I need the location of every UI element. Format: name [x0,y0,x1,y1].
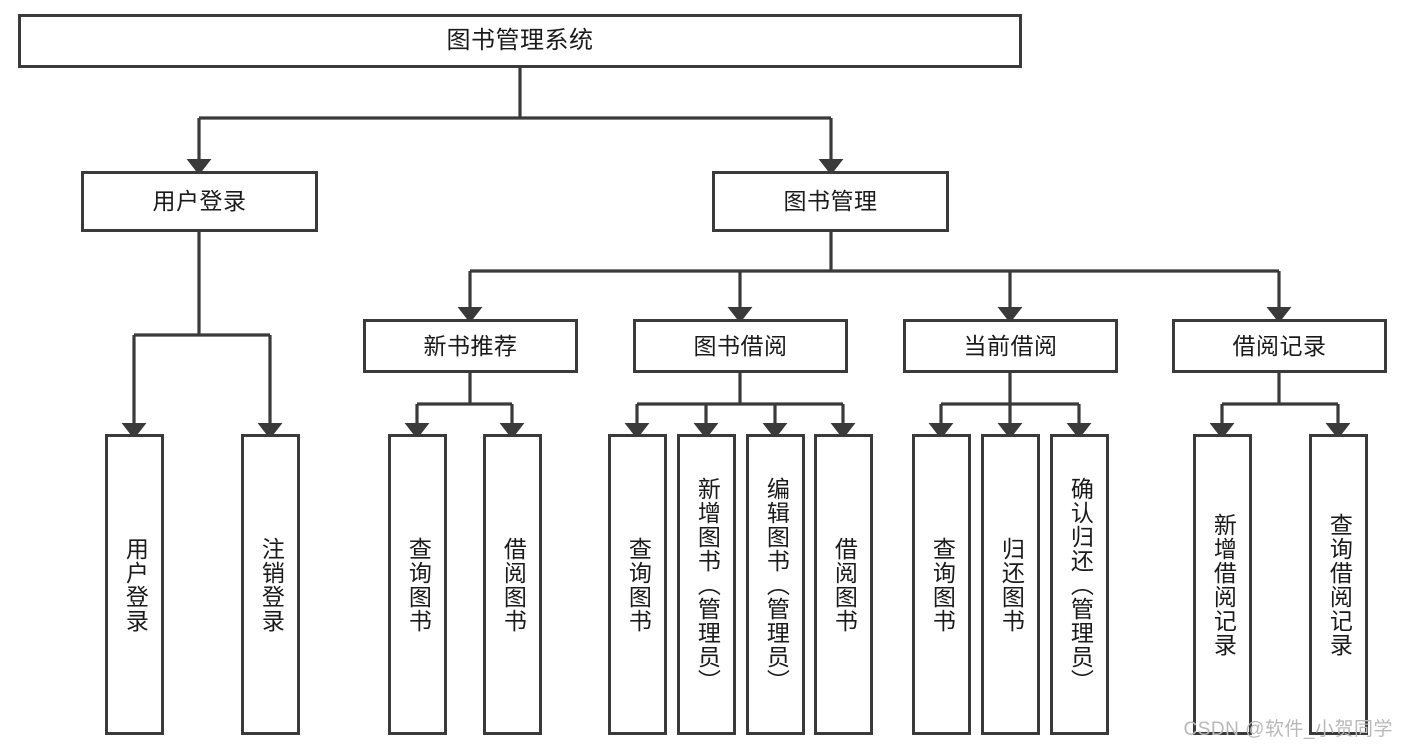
node-root-system-label: 图书管理系统 [446,27,594,54]
node-leaf-return-book-label: 归还图书 [998,536,1025,633]
node-leaf-user-login-label: 用户登录 [122,536,149,633]
node-leaf-confirm-return-label: 确认归还（管理员） [1067,476,1094,693]
node-leaf-add-book[interactable]: 新增图书（管理员） [677,434,736,735]
node-current-borrow-label: 当前借阅 [963,332,1058,359]
csdn-watermark-text: CSDN @软件_小贺同学 [1183,719,1393,740]
node-book-borrow[interactable]: 图书借阅 [633,319,848,373]
node-leaf-borrow-book-1-label: 借阅图书 [500,536,527,633]
node-leaf-add-record-label: 新增借阅记录 [1210,512,1237,657]
node-user-login-label: 用户登录 [152,188,247,214]
node-leaf-edit-book[interactable]: 编辑图书（管理员） [746,434,805,735]
node-borrow-record-label: 借阅记录 [1232,332,1327,359]
node-book-management-label: 图书管理 [783,188,878,214]
node-leaf-edit-book-label: 编辑图书（管理员） [763,476,790,693]
node-new-book-recommend-label: 新书推荐 [423,332,518,359]
node-leaf-query-book-2-label: 查询图书 [625,536,652,633]
node-leaf-borrow-book-2[interactable]: 借阅图书 [814,434,873,735]
node-leaf-logout-label: 注销登录 [258,536,285,633]
node-leaf-confirm-return[interactable]: 确认归还（管理员） [1050,434,1109,735]
node-leaf-query-record[interactable]: 查询借阅记录 [1309,434,1368,735]
node-leaf-add-record[interactable]: 新增借阅记录 [1193,434,1252,735]
node-leaf-user-login[interactable]: 用户登录 [105,434,164,735]
csdn-watermark: CSDN @软件_小贺同学 [1184,714,1393,741]
node-leaf-query-record-label: 查询借阅记录 [1326,512,1353,657]
node-book-management[interactable]: 图书管理 [712,171,949,232]
node-user-login[interactable]: 用户登录 [81,171,318,232]
node-leaf-logout[interactable]: 注销登录 [241,434,300,735]
node-new-book-recommend[interactable]: 新书推荐 [363,319,578,373]
node-leaf-borrow-book-2-label: 借阅图书 [831,536,858,633]
node-leaf-add-book-label: 新增图书（管理员） [694,476,721,693]
node-leaf-return-book[interactable]: 归还图书 [981,434,1040,735]
node-leaf-query-book-1[interactable]: 查询图书 [388,434,447,735]
node-leaf-query-book-3-label: 查询图书 [929,536,956,633]
node-root-system[interactable]: 图书管理系统 [18,14,1022,68]
node-book-borrow-label: 图书借阅 [693,332,788,359]
node-leaf-query-book-3[interactable]: 查询图书 [912,434,971,735]
node-leaf-query-book-2[interactable]: 查询图书 [608,434,667,735]
node-borrow-record[interactable]: 借阅记录 [1172,319,1387,373]
node-current-borrow[interactable]: 当前借阅 [903,319,1118,373]
node-leaf-borrow-book-1[interactable]: 借阅图书 [483,434,542,735]
node-leaf-query-book-1-label: 查询图书 [405,536,432,633]
